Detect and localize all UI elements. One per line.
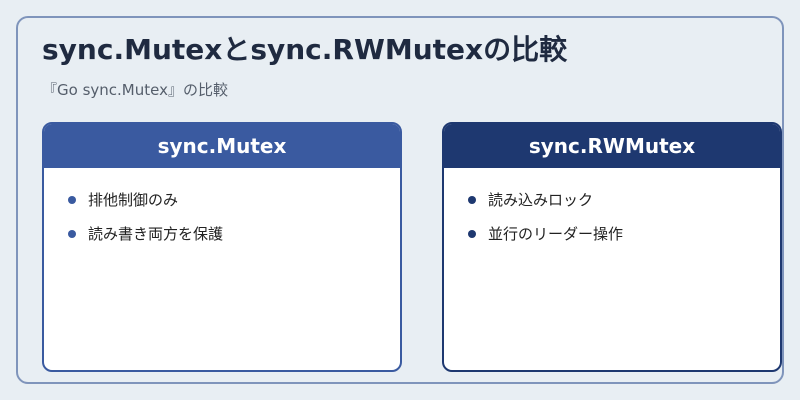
page-subtitle: 『Go sync.Mutex』の比較 — [42, 81, 228, 99]
list-item-label: 並行のリーダー操作 — [488, 225, 624, 243]
mutex-feature-list: 排他制御のみ 読み書き両方を保護 — [44, 168, 400, 254]
mutex-card-heading: sync.Mutex — [44, 124, 400, 168]
list-item: 読み込みロック — [468, 186, 780, 220]
bullet-icon — [68, 196, 76, 204]
list-item: 読み書き両方を保護 — [68, 220, 400, 254]
rwmutex-feature-list: 読み込みロック 並行のリーダー操作 — [444, 168, 780, 254]
comparison-panel: sync.Mutexとsync.RWMutexの比較 『Go sync.Mute… — [16, 16, 784, 384]
list-item-label: 読み込みロック — [488, 191, 594, 209]
bullet-icon — [468, 196, 476, 204]
mutex-card: sync.Mutex 排他制御のみ 読み書き両方を保護 — [42, 122, 402, 372]
bullet-icon — [468, 230, 476, 238]
list-item-label: 読み書き両方を保護 — [88, 225, 224, 243]
page-title: sync.Mutexとsync.RWMutexの比較 — [42, 33, 568, 66]
list-item: 排他制御のみ — [68, 186, 400, 220]
list-item: 並行のリーダー操作 — [468, 220, 780, 254]
list-item-label: 排他制御のみ — [88, 191, 179, 209]
bullet-icon — [68, 230, 76, 238]
rwmutex-card-heading: sync.RWMutex — [444, 124, 780, 168]
rwmutex-card: sync.RWMutex 読み込みロック 並行のリーダー操作 — [442, 122, 782, 372]
